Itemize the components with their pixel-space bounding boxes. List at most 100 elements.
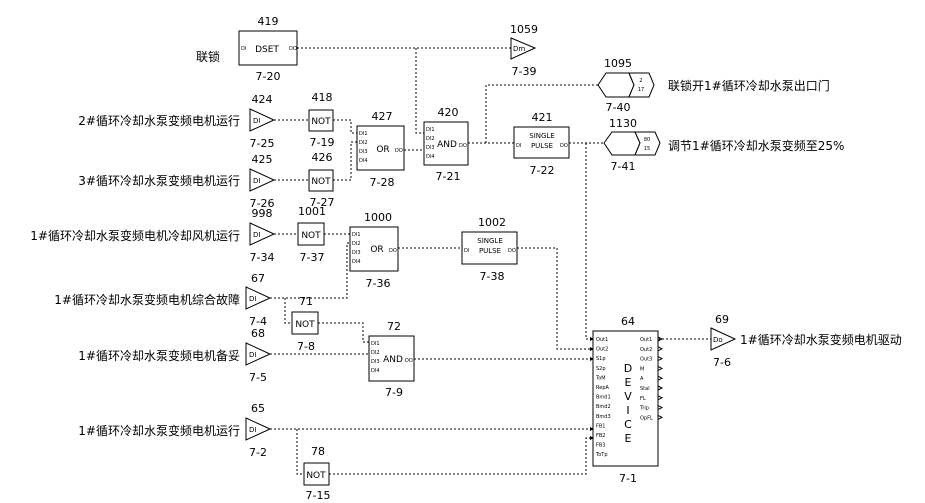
- block-body: [249, 168, 276, 192]
- block-di-998[interactable]: 998 DI 7-34: [249, 207, 276, 264]
- block-id: 7-21: [436, 170, 461, 183]
- pin-di2: DI2: [352, 241, 361, 247]
- block-number: 67: [251, 272, 265, 285]
- block-not-71[interactable]: 71 NOT 7-8: [291, 295, 319, 353]
- block-and-72[interactable]: 72 DI1 DI2 DI3 DI4 AND DO 7-9: [368, 320, 415, 399]
- pin-di1: DI1: [352, 232, 361, 238]
- block-di-68[interactable]: 68 DI 7-5: [245, 327, 272, 384]
- block-id: 7-34: [250, 251, 275, 264]
- block-id: 7-2: [249, 446, 267, 459]
- block-number: 65: [251, 402, 265, 415]
- device-output-pin-arrow: [657, 414, 664, 420]
- label-drive: 1#循环冷却水泵变频电机驱动: [740, 332, 902, 347]
- pin-di2: DI2: [371, 350, 380, 356]
- label-interlock: 联锁: [196, 49, 220, 64]
- pin-di3: DI3: [426, 145, 435, 151]
- device-input-pin: FB3: [596, 443, 606, 449]
- pin-di4: DI4: [426, 154, 435, 160]
- block-name-line1: SINGLE: [529, 132, 555, 140]
- block-body: [308, 109, 334, 132]
- block-not-426[interactable]: 426 NOT 7-27: [308, 151, 334, 209]
- block-body: [238, 30, 298, 66]
- arrow-dev-out2: [590, 347, 594, 351]
- block-id: 7-37: [300, 251, 325, 264]
- block-id: 7-19: [310, 136, 335, 149]
- block-di-424[interactable]: 424 DI 7-25: [249, 93, 276, 150]
- wire-sp1002-dev: [517, 247, 593, 350]
- pin-di4: DI4: [352, 259, 361, 265]
- block-id: 7-4: [249, 315, 267, 328]
- block-id: 7-20: [256, 70, 281, 83]
- wire-di67-or1000: [270, 242, 350, 299]
- label-pump2-running: 2#循环冷却水泵变频电机运行: [78, 113, 240, 128]
- pin-di4: DI4: [371, 368, 380, 374]
- block-not-418[interactable]: 418 NOT 7-19: [308, 91, 335, 149]
- block-id: 7-9: [385, 386, 403, 399]
- block-body: [308, 169, 334, 192]
- label-fault1: 1#循环冷却水泵变频电机综合故障: [54, 292, 240, 307]
- block-or-427[interactable]: 427 DI1 DI2 DI3 DI4 OR DO 7-28: [356, 110, 405, 189]
- device-output-pin-arrow: [657, 365, 664, 371]
- block-body: [461, 231, 518, 265]
- device-output-pin: Trip: [639, 406, 649, 412]
- block-body: [245, 417, 272, 441]
- pin-out: DO: [459, 143, 467, 149]
- wire-not71-and72: [318, 322, 369, 343]
- pin-out: DO: [508, 248, 516, 254]
- wire-and420-out1095: [485, 84, 598, 143]
- block-name: DI: [249, 351, 256, 359]
- block-single-pulse-421[interactable]: 421 SINGLE DI PULSE DO 7-22: [513, 111, 570, 177]
- block-number: 426: [312, 151, 333, 164]
- arrow-dev-s1p: [590, 357, 594, 361]
- block-number: 78: [311, 445, 325, 458]
- block-name: AND: [383, 355, 403, 365]
- block-value-1: 2: [639, 78, 642, 84]
- block-name: DI: [253, 231, 260, 239]
- block-device-64[interactable]: 64 Out1Out2S1pS2pToMRepABmd1Bmd2Bmd3FB1F…: [592, 315, 664, 485]
- wire-sp421-dev: [585, 143, 593, 340]
- arrow-dev-fb1: [590, 427, 594, 431]
- block-not-1001[interactable]: 1001 NOT 7-37: [297, 205, 326, 264]
- block-name: OR: [370, 245, 383, 255]
- block-body: [249, 222, 276, 246]
- block-single-pulse-1002[interactable]: 1002 SINGLE DI PULSE DO 7-38: [461, 216, 518, 283]
- block-output-1095[interactable]: 1095 2 17 7-40: [597, 57, 655, 114]
- block-number: 72: [387, 320, 401, 333]
- block-not-78[interactable]: 78 NOT 7-15: [303, 445, 330, 502]
- block-id: 7-28: [370, 176, 395, 189]
- pin-di3: DI3: [352, 250, 361, 256]
- label-run1: 1#循环冷却水泵变频电机运行: [78, 423, 240, 438]
- block-di-425[interactable]: 425 DI 7-26: [249, 153, 276, 210]
- device-output-pin-arrow: [657, 395, 664, 401]
- block-di-65[interactable]: 65 DI 7-2: [245, 402, 272, 459]
- device-input-pin: Bmd2: [596, 404, 611, 410]
- device-title-letter: C: [624, 418, 632, 431]
- block-dset-419[interactable]: 419 DI DSET DO 7-20: [238, 15, 298, 83]
- device-title-letter: D: [624, 362, 632, 375]
- wire-di67-not71: [284, 298, 292, 324]
- block-or-1000[interactable]: 1000 DI1 DI2 DI3 DI4 OR DO 7-36: [349, 211, 399, 290]
- block-output-1130[interactable]: 1130 80 15 7-41: [603, 117, 661, 173]
- device-input-pin: RepA: [596, 385, 609, 391]
- block-name: DI: [253, 117, 260, 125]
- block-value-1: 80: [644, 137, 650, 143]
- block-id: 7-36: [366, 277, 391, 290]
- device-title-letter: E: [625, 376, 632, 389]
- device-output-pin: Out3: [640, 357, 652, 363]
- block-and-420[interactable]: 420 DI1 DI2 DI3 DI4 AND DO 7-21: [423, 106, 469, 183]
- block-di-67[interactable]: 67 DI 7-4: [245, 272, 272, 328]
- device-input-pin: Out1: [596, 337, 608, 343]
- device-input-pin: Bmd3: [596, 414, 611, 420]
- device-title-letter: E: [625, 432, 632, 445]
- label-pump3-running: 3#循环冷却水泵变频电机运行: [78, 173, 240, 188]
- device-output-pin: A: [640, 376, 644, 382]
- block-do-69[interactable]: 69 Do 7-6: [710, 313, 737, 369]
- block-body: [423, 121, 469, 166]
- device-output-pin: OpFL: [640, 415, 653, 421]
- block-number: 1059: [510, 23, 538, 36]
- device-output-pin-arrow: [657, 346, 664, 352]
- block-name: Do: [713, 336, 723, 344]
- block-dm-1059[interactable]: 1059 Dm 7-39: [510, 23, 538, 78]
